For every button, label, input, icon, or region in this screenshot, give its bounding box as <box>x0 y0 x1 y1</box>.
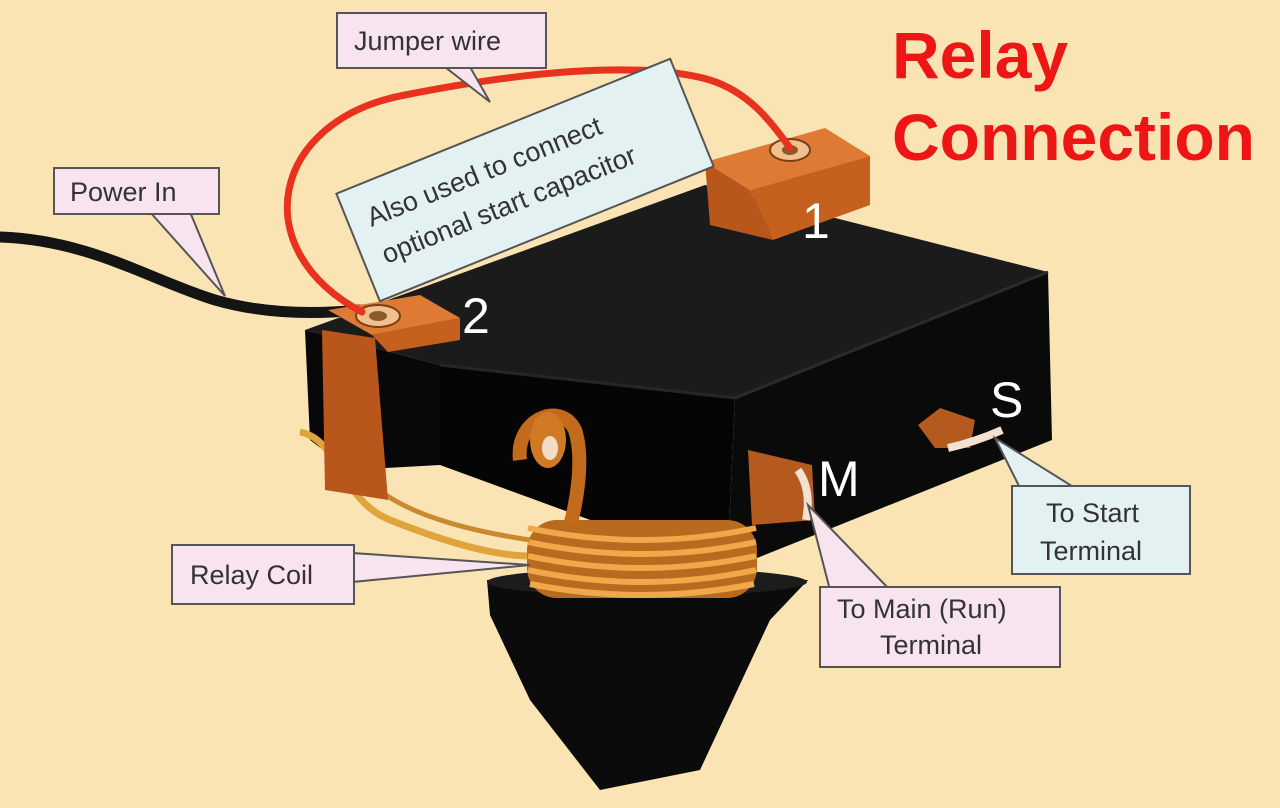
terminal-s-label: S <box>990 372 1023 428</box>
callout-to-main: To Main (Run) Terminal <box>806 501 1061 668</box>
diagram-title-line-2: Connection <box>892 100 1255 174</box>
callout-capacitor-note: Also used to connect optional start capa… <box>335 57 715 303</box>
diagram-title-line-1: Relay <box>892 18 1068 92</box>
terminal-s-connector <box>918 408 1004 452</box>
to-main-line-1: To Main (Run) <box>837 594 1007 624</box>
terminal-m-label: M <box>818 451 860 507</box>
relay-body <box>305 185 1052 570</box>
relay-base-cone <box>487 568 808 790</box>
callout-power-in: Power In <box>53 167 226 297</box>
terminal-m-connector <box>748 450 815 525</box>
terminal-2-bracket <box>322 295 460 500</box>
callout-jumper-wire: Jumper wire <box>336 12 547 103</box>
callout-relay-coil: Relay Coil <box>171 544 531 605</box>
to-start-line-1: To Start <box>1046 498 1140 528</box>
relay-coil-label: Relay Coil <box>190 560 313 590</box>
power-in-cable <box>0 231 366 319</box>
terminal-1-label: 1 <box>802 193 830 249</box>
relay-coil <box>512 408 757 598</box>
jumper-wire <box>283 66 794 316</box>
power-in-label: Power In <box>70 177 177 207</box>
jumper-wire-label: Jumper wire <box>354 26 501 56</box>
callout-to-start: To Start Terminal <box>992 435 1191 575</box>
to-start-line-2: Terminal <box>1040 536 1142 566</box>
terminal-2-label: 2 <box>462 288 490 344</box>
to-main-line-2: Terminal <box>880 630 982 660</box>
